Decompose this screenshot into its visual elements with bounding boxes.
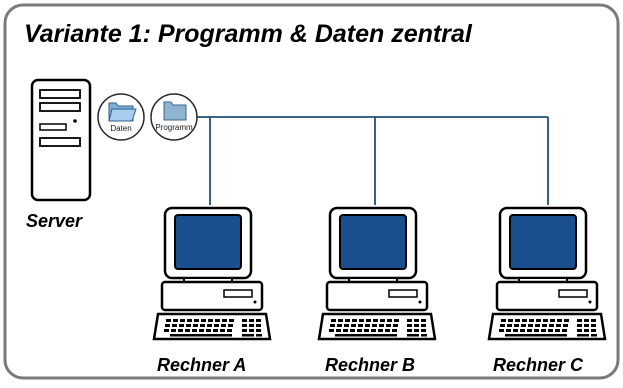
daten-badge-label: Daten [110, 124, 131, 133]
network-lines [194, 116, 549, 205]
programm-folder-badge: Programm [150, 93, 198, 141]
client-label-b: Rechner B [325, 355, 416, 375]
diagram-frame [3, 3, 620, 380]
client-label-c: Rechner C [493, 355, 584, 375]
server-icon [30, 78, 92, 202]
programm-badge-label: Programm [155, 123, 193, 132]
client-label-a: Rechner A [157, 355, 247, 375]
server-label: Server [26, 211, 83, 231]
diagram-title: Variante 1: Programm & Daten zentral [24, 20, 472, 48]
daten-folder-badge: Daten [97, 93, 145, 141]
